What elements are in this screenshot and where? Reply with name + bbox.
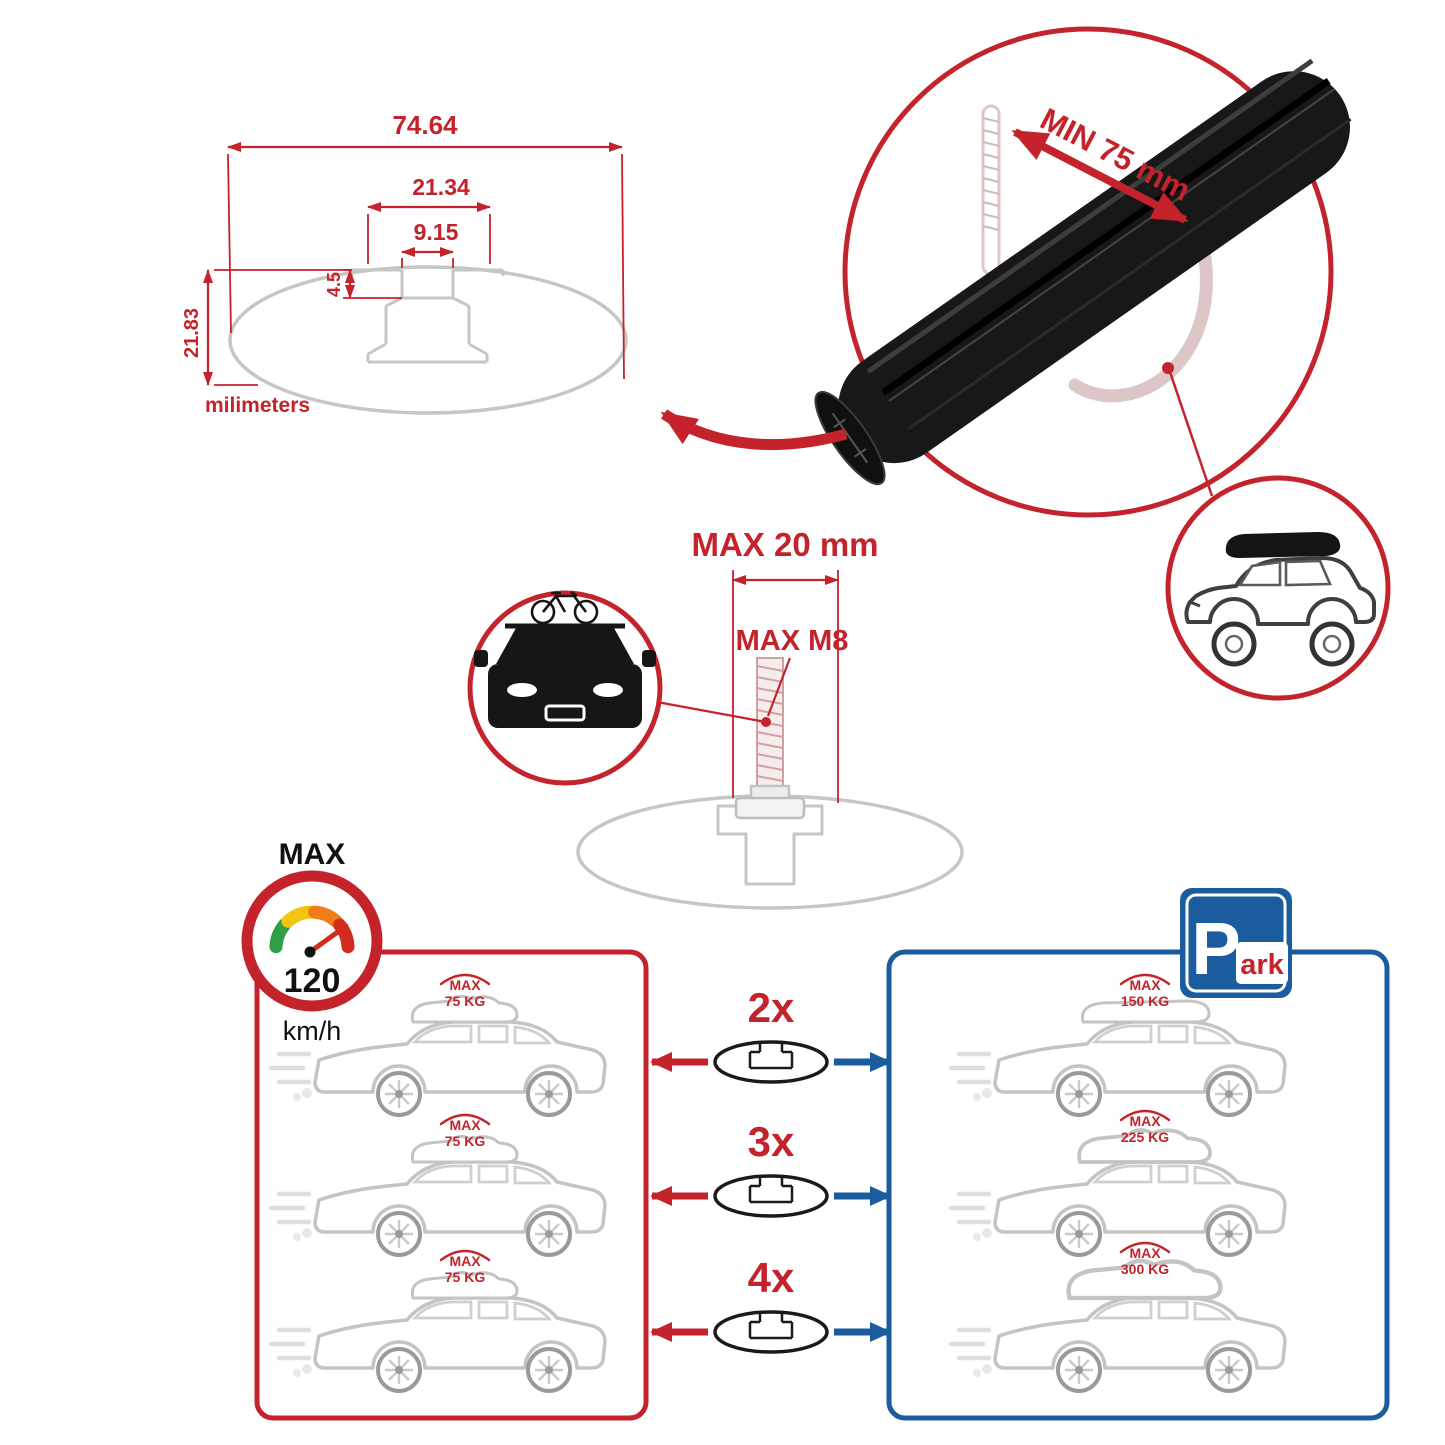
car-front-body (488, 664, 642, 728)
max-length-label: MAX 20 mm (691, 526, 878, 563)
badge-connector-line (1168, 371, 1214, 497)
units-label: milimeters (205, 394, 310, 417)
dim-total-height: 21.83 (181, 308, 203, 358)
load-max: MAX (1129, 1245, 1161, 1261)
crossbar-icon (713, 1174, 829, 1218)
right-mirror (642, 650, 656, 667)
dim-slot-depth: 4.5 (324, 272, 344, 297)
parking-suffix-chip (1236, 942, 1288, 984)
load-weight: 75 KG (445, 1133, 486, 1149)
dim-ext-slot-width (401, 258, 454, 268)
max-length-ext (732, 570, 839, 803)
right-headlight (593, 683, 623, 697)
clamp-point-dot (1162, 362, 1174, 374)
load-max: MAX (1129, 1113, 1161, 1129)
crossbar-dimension-diagram: 74.64 21.34 9.15 4.5 21.83 milimeters (181, 110, 628, 417)
dim-channel-width: 21.34 (412, 174, 470, 200)
roofbox-car-badge (1165, 475, 1391, 701)
bike-car-badge (467, 590, 663, 786)
badge-leader (656, 700, 767, 724)
bolt-spec-diagram: MAX 20 mm MAX M8 (467, 526, 964, 910)
left-mirror (474, 650, 488, 667)
t-slot-adapter (716, 804, 824, 886)
load-weight: 300 KG (1121, 1261, 1169, 1277)
left-headlight (507, 683, 537, 697)
dim-total-width: 74.64 (392, 110, 458, 140)
crossbar-profile-ellipse (228, 265, 628, 415)
windshield (496, 628, 634, 664)
load-max: MAX (1129, 977, 1161, 993)
left-car-1: MAX 75 KG (271, 973, 605, 1115)
dim-ext-total-width (227, 153, 625, 380)
aero-crossbar (814, 58, 1352, 486)
gauge-value: 120 (284, 962, 341, 1000)
multiplier-2x: 2x (748, 984, 795, 1031)
gauge-red-arc (333, 918, 355, 954)
crossbar-icon (713, 1310, 829, 1354)
bolt-point-dot (761, 717, 771, 727)
suv-headlight (1189, 600, 1201, 608)
multiplier-column: 2x 3x 4x (650, 984, 892, 1354)
load-max: MAX (449, 1117, 481, 1133)
right-car-2: MAX 225 KG (951, 1109, 1285, 1255)
dim-ext-total-height (214, 269, 352, 386)
crossbar-icon (713, 1040, 829, 1084)
multiplier-3x: 3x (748, 1118, 795, 1165)
load-capacity-chart: MAX 120 km/h MAX 75 KG MAX 75 KG (241, 838, 1390, 1421)
license-plate (544, 704, 586, 722)
load-weight: 150 KG (1121, 993, 1169, 1009)
suv-windows (1237, 559, 1332, 587)
dim-ext-channel-width (367, 214, 491, 264)
parking-suffix: ark (1240, 949, 1284, 981)
left-car-2: MAX 75 KG (271, 1113, 605, 1255)
threaded-bolt (734, 657, 806, 820)
gauge-needle (307, 923, 349, 955)
parking-sign: P ark (1180, 888, 1292, 998)
t-bolt-plate (734, 796, 806, 820)
left-car-3: MAX 75 KG (271, 1249, 605, 1391)
min-clamp-arrow (1011, 128, 1189, 224)
load-weight: 75 KG (445, 993, 486, 1009)
load-max: MAX (449, 1253, 481, 1269)
load-max: MAX (449, 977, 481, 993)
bike-icon (530, 590, 599, 625)
roof-box-icon (1225, 532, 1341, 558)
right-car-1: MAX 150 KG (951, 973, 1285, 1115)
t-slot-profile (350, 268, 505, 364)
dim-slot-width: 9.15 (414, 219, 459, 245)
load-weight: 75 KG (445, 1269, 486, 1285)
load-weight: 225 KG (1121, 1129, 1169, 1145)
right-car-3: MAX 300 KG (951, 1241, 1285, 1391)
parking-letter: P (1191, 907, 1240, 990)
gauge-unit: km/h (283, 1016, 342, 1046)
speed-gauge: MAX 120 km/h (241, 838, 383, 1046)
thread-leader (766, 657, 792, 717)
multiplier-4x: 4x (748, 1254, 795, 1301)
detail-circle (842, 26, 1334, 518)
gauge-pivot (304, 946, 316, 958)
crossbar-3d-view: MIN 75 mm (660, 26, 1391, 701)
profile-pointer-arrow (660, 409, 848, 451)
max-thread-label: MAX M8 (736, 625, 849, 657)
gauge-title: MAX (279, 838, 346, 871)
